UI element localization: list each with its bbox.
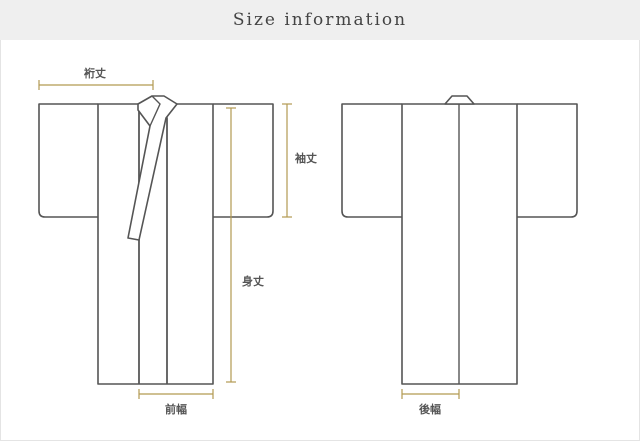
front-left-sleeve [38,103,98,218]
label-mae-haba: 前幅 [165,402,187,416]
label-mi-take: 身丈 [242,274,264,288]
label-sode-take: 袖丈 [295,151,317,165]
dimension-mi-take: 身丈 [226,107,270,383]
header-bar: Size information [0,0,640,40]
front-collar [127,95,178,241]
back-collar [444,95,475,105]
label-yuki: 裄丈 [83,66,106,80]
page-title: Size information [232,10,408,30]
kimono-front-view [38,95,274,385]
dimension-ushiro-haba: 後幅 [401,389,460,416]
dimension-sode-take: 袖丈 [282,103,323,218]
back-left-sleeve [341,103,402,218]
kimono-back-view [341,95,578,385]
label-ushiro-haba: 後幅 [419,402,441,416]
dimension-mae-haba: 前幅 [138,389,214,416]
front-right-sleeve [213,103,274,218]
dimension-yuki: 裄丈 [38,66,154,90]
back-right-sleeve [517,103,578,218]
front-collar-inner-line [149,95,161,127]
